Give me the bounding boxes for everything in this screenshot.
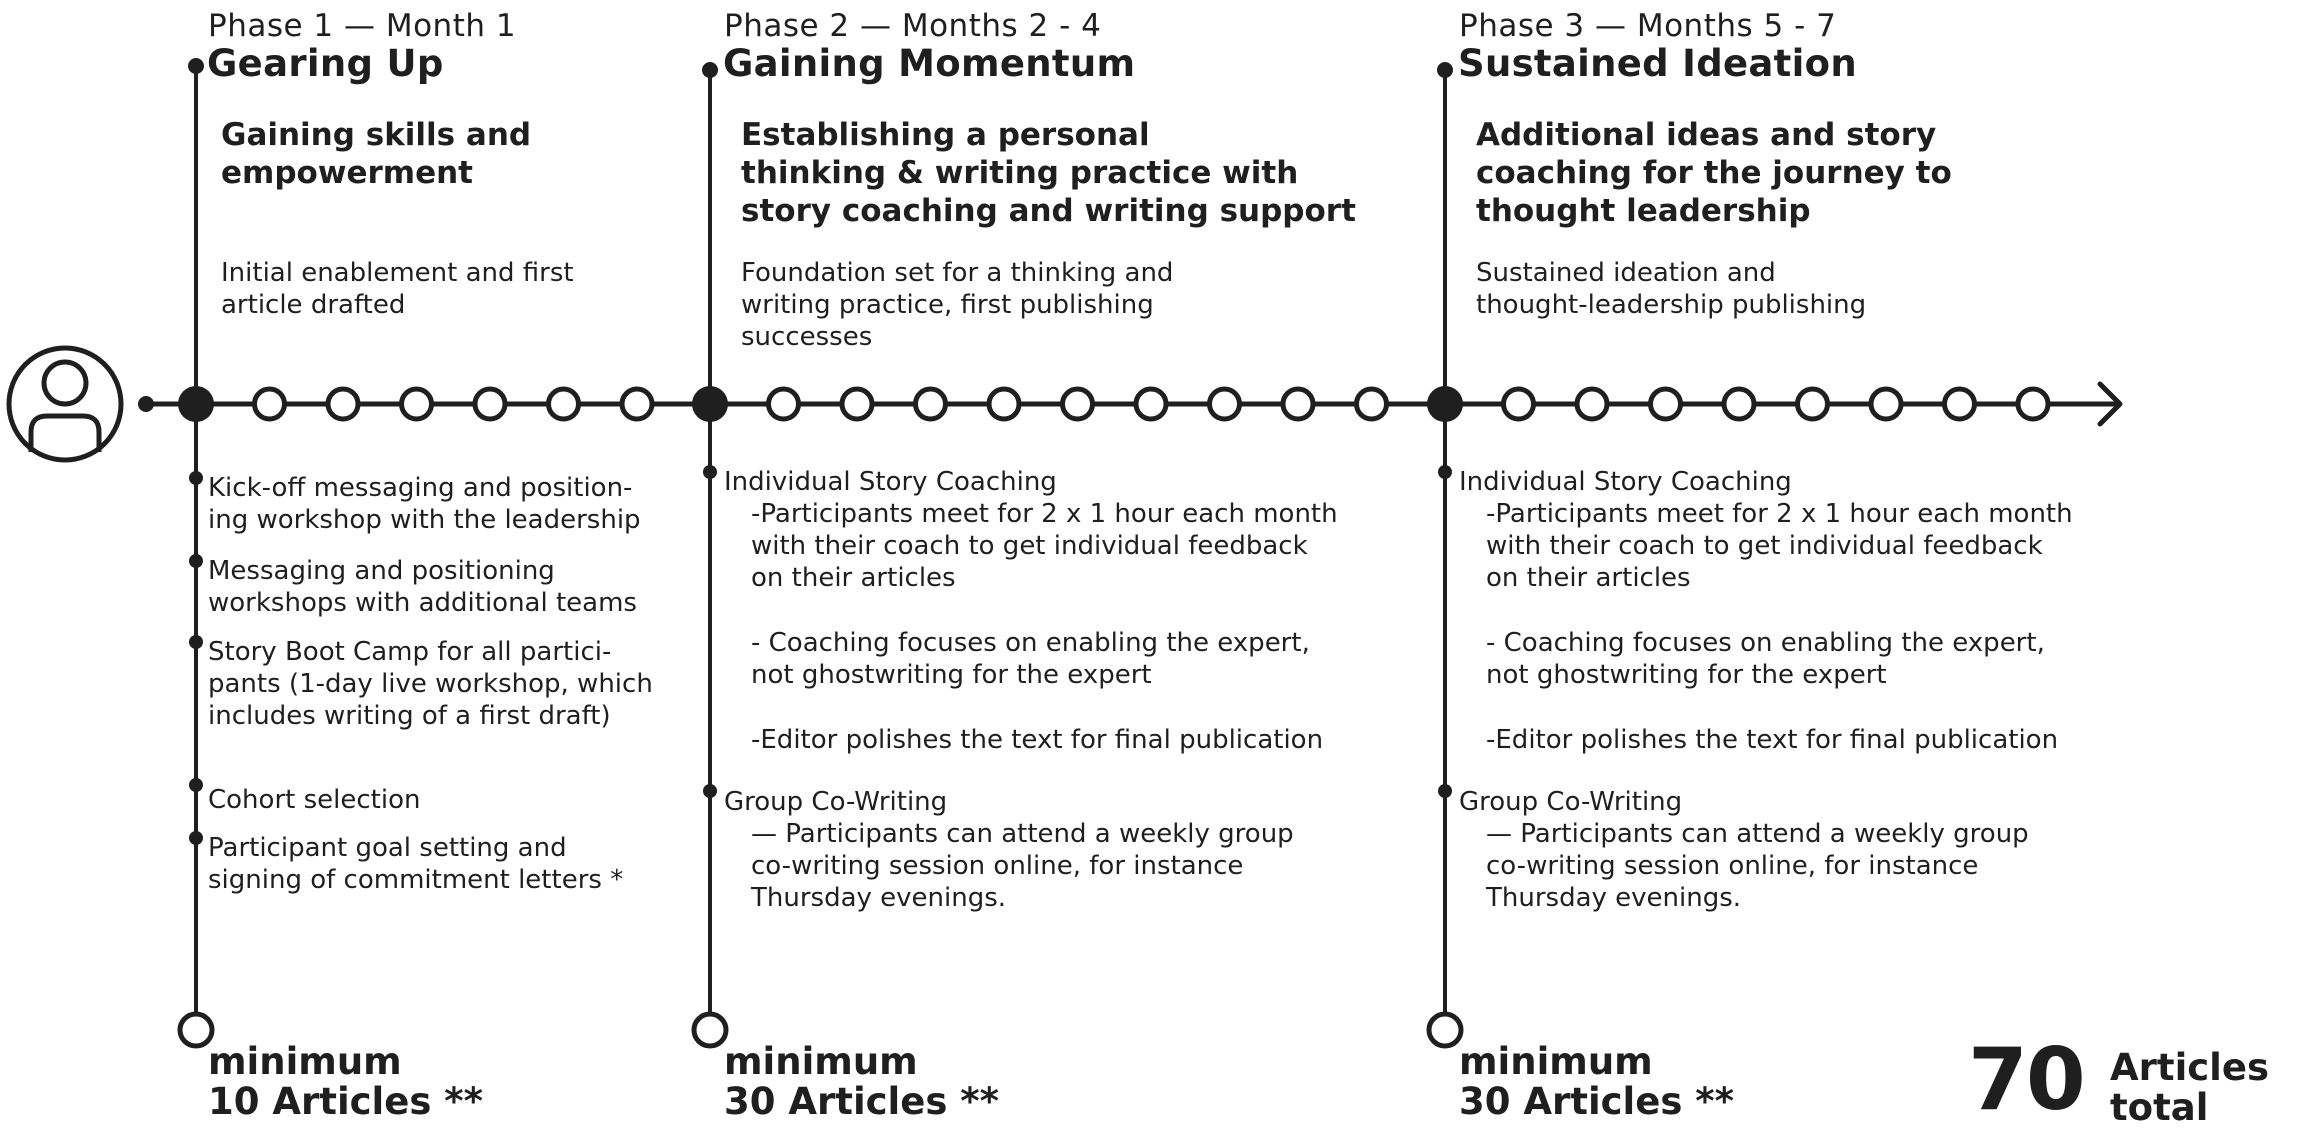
phase-start-marker	[1427, 386, 1463, 422]
arrow-right-icon	[2097, 381, 2123, 427]
phase-3-subheading: Additional ideas and story coaching for …	[1476, 117, 1952, 229]
phase-start-marker	[692, 386, 728, 422]
phase-2-name: Gaining Momentum	[723, 42, 1136, 85]
phase-3-label: Phase 3 — Months 5 - 7	[1459, 8, 1837, 44]
milestone-circle	[1868, 386, 1904, 422]
phase-2-cowriting-text: — Participants can attend a weekly group…	[751, 819, 1294, 913]
phase-1-label: Phase 1 — Month 1	[208, 8, 517, 44]
milestone-circle	[1795, 386, 1830, 422]
timeline-start-dot	[138, 396, 154, 412]
milestone-circle	[252, 386, 287, 422]
phase-2-coaching-point-2: - Coaching focuses on enabling the exper…	[751, 628, 1310, 690]
phase-2-coaching-title: Individual Story Coaching	[724, 467, 1057, 497]
milestone-circle	[1721, 386, 1757, 422]
phase-lines	[194, 66, 1447, 1012]
milestone-circle	[1133, 386, 1169, 422]
milestone-circle	[1280, 386, 1316, 422]
phase-2-subheading: Establishing a personal thinking & writi…	[741, 117, 1356, 229]
phase-1-name: Gearing Up	[207, 42, 444, 85]
phase-3-description: Sustained ideation and thought-leadershi…	[1476, 258, 1867, 320]
milestone-circle	[1060, 386, 1095, 422]
milestone-circle	[1574, 386, 1610, 422]
phase-2-description: Foundation set for a thinking and writin…	[741, 258, 1174, 352]
milestone-circle	[2015, 386, 2051, 422]
phase-2-coaching-point-3: -Editor polishes the text for final publ…	[751, 725, 1324, 755]
phase-3-coaching-title: Individual Story Coaching	[1459, 467, 1792, 497]
milestone-circle	[325, 386, 361, 422]
phase-1-description: Initial enablement and first article dra…	[221, 258, 574, 320]
milestone-circle	[913, 386, 948, 422]
phase-3-cowriting-text: — Participants can attend a weekly group…	[1486, 819, 2029, 913]
milestone-circle	[1942, 386, 1977, 422]
phase-1-item-cohort: Cohort selection	[208, 785, 421, 815]
phase-2-minimum: minimum 30 Articles **	[724, 1040, 999, 1123]
phase-3-coaching-point-1: -Participants meet for 2 x 1 hour each m…	[1486, 499, 2073, 593]
milestone-circle	[986, 386, 1022, 422]
total-label: Articles total	[2110, 1046, 2269, 1129]
phase-1-item-workshops: Messaging and positioning workshops with…	[208, 556, 637, 618]
phase-start-marker	[178, 386, 214, 422]
milestone-circle	[1207, 386, 1242, 422]
milestone-circle	[839, 386, 875, 422]
phase-2-coaching-point-1: -Participants meet for 2 x 1 hour each m…	[751, 499, 1338, 593]
phase-3-cowriting-title: Group Co-Writing	[1459, 787, 1683, 817]
milestone-circle	[472, 386, 508, 422]
item-bullets	[189, 465, 1452, 845]
phase-3-coaching-point-3: -Editor polishes the text for final publ…	[1486, 725, 2059, 755]
phase-3-coaching-point-2: - Coaching focuses on enabling the exper…	[1486, 628, 2045, 690]
phase-1-item-bootcamp: Story Boot Camp for all partici- pants (…	[208, 637, 653, 731]
milestone-markers	[178, 386, 2051, 422]
milestone-circle	[399, 386, 434, 422]
phase-1-item-kickoff: Kick-off messaging and position- ing wor…	[208, 473, 641, 535]
phase-top-dots	[188, 58, 1453, 78]
total-number: 70	[1968, 1030, 2086, 1130]
phase-2-label: Phase 2 — Months 2 - 4	[724, 8, 1102, 44]
phase-3-minimum: minimum 30 Articles **	[1459, 1040, 1734, 1123]
phase-end-markers	[177, 1011, 1464, 1049]
phase-1-minimum: minimum 10 Articles **	[208, 1040, 483, 1123]
phase-1-subheading: Gaining skills and empowerment	[221, 117, 532, 191]
phase-3-name: Sustained Ideation	[1458, 42, 1857, 85]
milestone-circle	[546, 386, 581, 422]
milestone-circle	[619, 386, 655, 422]
milestone-circle	[1501, 386, 1536, 422]
phase-1-item-goals: Participant goal setting and signing of …	[208, 833, 624, 895]
milestone-circle	[1354, 386, 1389, 422]
milestone-circle	[1648, 386, 1683, 422]
milestone-circle	[766, 386, 801, 422]
phase-2-cowriting-title: Group Co-Writing	[724, 787, 948, 817]
user-avatar-icon	[6, 345, 124, 463]
